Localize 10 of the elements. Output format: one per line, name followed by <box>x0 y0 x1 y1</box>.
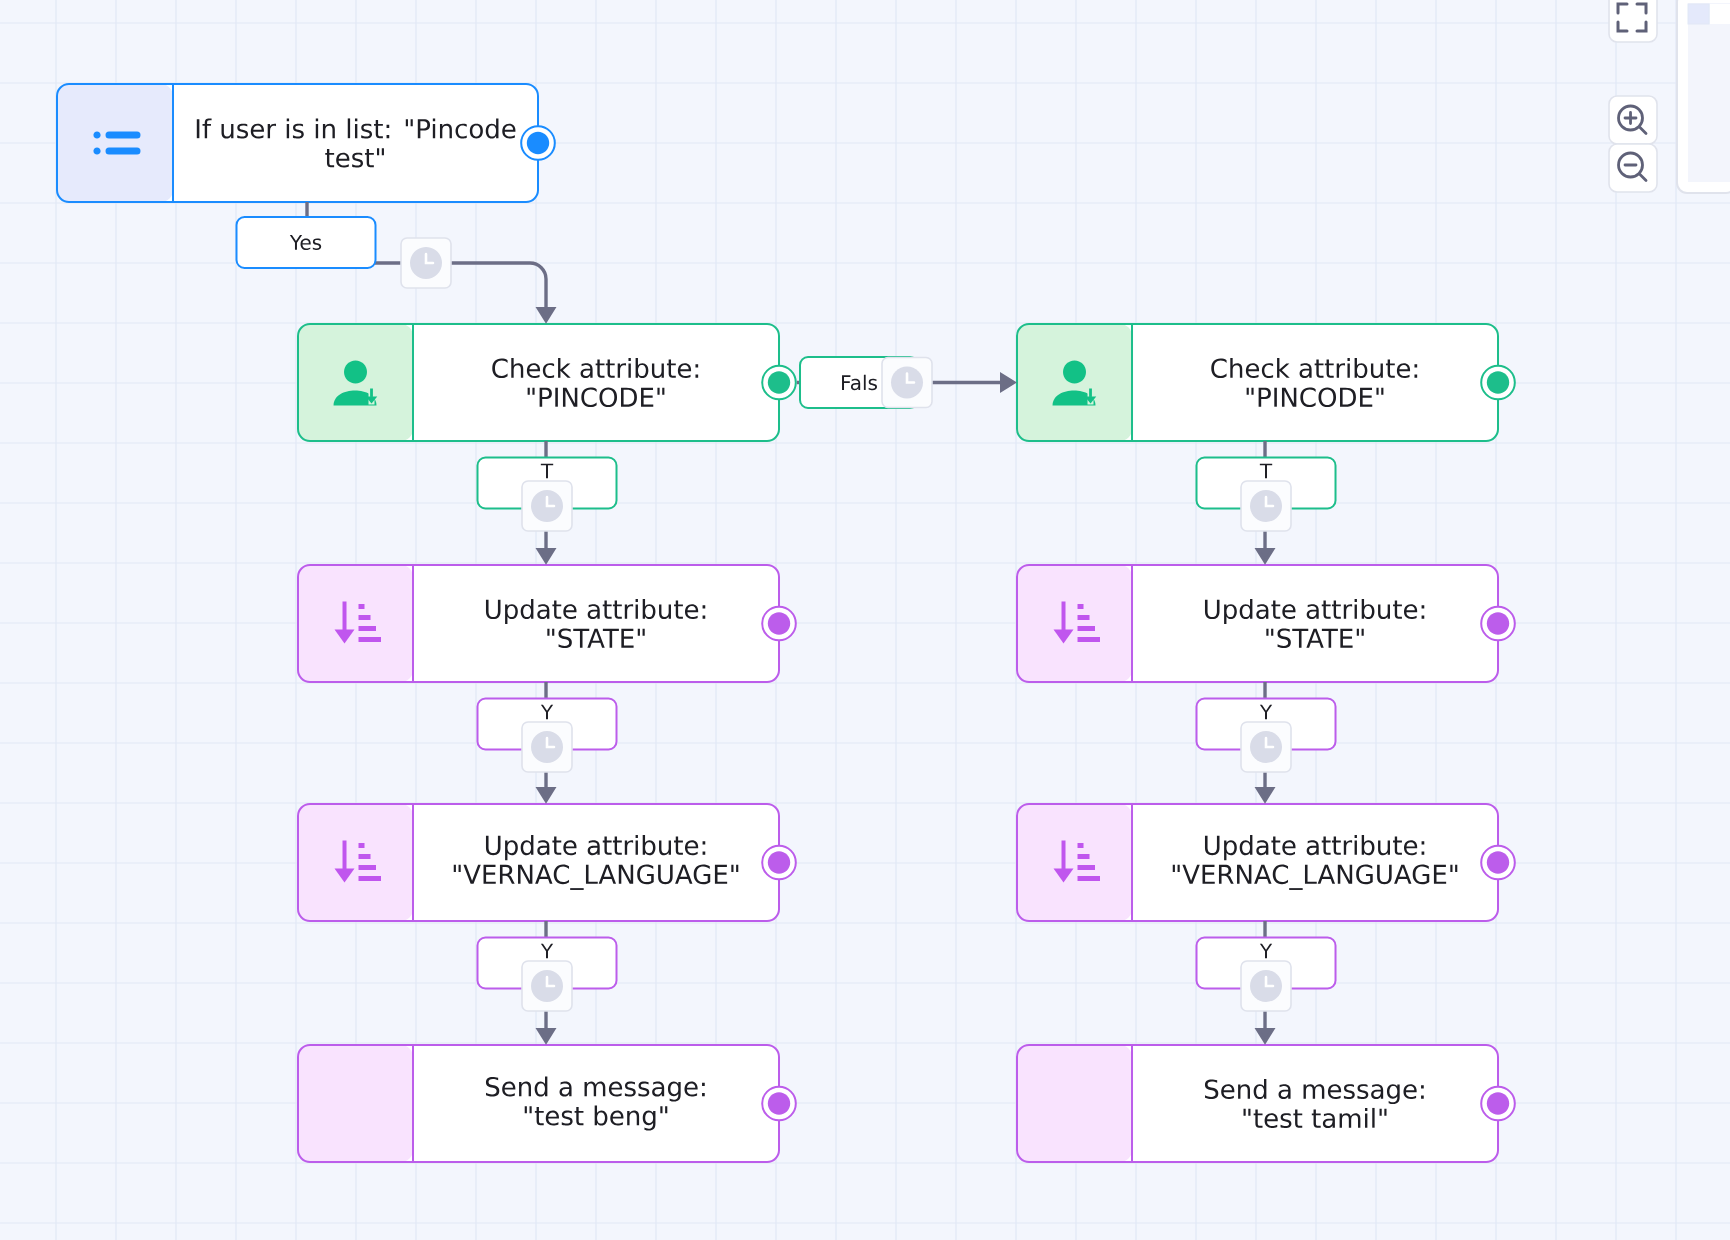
step-box: Check attribute: "PINCODE" <box>297 323 780 442</box>
step-box: If user is in list: "Pincode test" <box>56 83 539 203</box>
step-box: Update attribute: "STATE" <box>1016 564 1499 683</box>
step-box: Update attribute: "VERNAC_LANGUAGE" <box>297 803 780 922</box>
step-box: Send a message: "test beng" <box>297 1044 780 1163</box>
step-box: Update attribute: "STATE" <box>297 564 780 683</box>
step-box: Send a message: "test tamil" <box>1016 1044 1499 1163</box>
step-box: Check attribute: "PINCODE" <box>1016 323 1499 442</box>
step-box: Update attribute: "VERNAC_LANGUAGE" <box>1016 803 1499 922</box>
edge-label: Yes <box>235 216 377 269</box>
